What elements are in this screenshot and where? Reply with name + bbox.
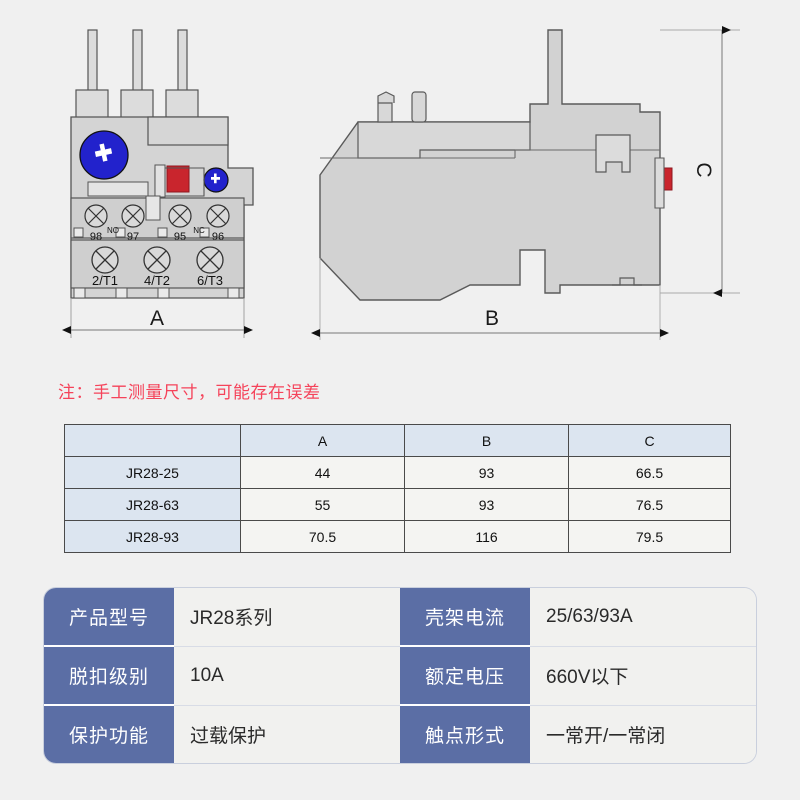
spec-key-product-model: 产品型号 [44, 588, 174, 647]
dimension-header-blank [64, 424, 241, 457]
table-row: JR28-93 70.5 116 79.5 [64, 520, 731, 553]
dimension-label-b: B [485, 307, 499, 330]
terminal-label-6t3: 6/T3 [197, 273, 223, 288]
dimension-value-a: 55 [240, 488, 405, 521]
dimension-model-jr28-93: JR28-93 [64, 520, 241, 553]
front-ledge [87, 181, 149, 197]
dimension-value-a: 70.5 [240, 520, 405, 553]
side-view-drawing: B C [311, 26, 740, 340]
specification-table-wrapper: 产品型号 JR28系列 壳架电流 25/63/93A 脱扣级别 10A 额定电压… [44, 588, 756, 763]
dimension-value-c: 66.5 [568, 456, 731, 489]
measurement-note: 注：手工测量尺寸，可能存在误差 [58, 383, 321, 402]
specification-table: 产品型号 JR28系列 壳架电流 25/63/93A 脱扣级别 10A 额定电压… [44, 588, 756, 763]
dimension-label-c: C [692, 162, 715, 177]
adjustment-dial-large [79, 130, 129, 180]
dimension-value-c: 76.5 [568, 488, 731, 521]
dimension-value-c: 79.5 [568, 520, 731, 553]
spec-key-contact-form: 触点形式 [400, 705, 530, 763]
side-body-outline [319, 29, 661, 301]
spec-value-frame-current: 25/63/93A [530, 588, 756, 647]
table-row: JR28-25 44 93 66.5 [64, 456, 731, 489]
spec-value-contact-form: 一常开/一常闭 [530, 705, 756, 763]
dimension-model-jr28-63: JR28-63 [64, 488, 241, 521]
dimension-table-header-row: A B C [64, 424, 731, 457]
table-row: 保护功能 过载保护 触点形式 一常开/一常闭 [44, 705, 756, 763]
side-foot-notch [612, 277, 642, 286]
dimension-value-b: 93 [404, 488, 569, 521]
connector-pins [75, 29, 199, 119]
contact-marker-no: NO [107, 226, 119, 235]
technical-drawing-area: 98 97 95 96 NO NC 2/T1 [0, 0, 800, 355]
side-reset-housing [654, 157, 665, 209]
front-view-drawing: 98 97 95 96 NO NC 2/T1 [62, 29, 254, 338]
dimension-label-a: A [150, 307, 164, 330]
dimension-value-b: 93 [404, 456, 569, 489]
spec-value-protection-function: 过载保护 [174, 705, 400, 763]
spec-value-trip-class: 10A [174, 646, 400, 706]
dimension-value-a: 44 [240, 456, 405, 489]
front-top-block [147, 116, 229, 146]
spec-key-trip-class: 脱扣级别 [44, 646, 174, 706]
dimension-header-b: B [404, 424, 569, 457]
spec-value-product-model: JR28系列 [174, 588, 400, 647]
spec-key-frame-current: 壳架电流 [400, 588, 530, 647]
table-row: 产品型号 JR28系列 壳架电流 25/63/93A [44, 588, 756, 647]
front-bottom-feet [73, 287, 240, 299]
side-tab-2 [411, 91, 427, 123]
spec-value-rated-voltage: 660V以下 [530, 646, 756, 706]
table-row: JR28-63 55 93 76.5 [64, 488, 731, 521]
reset-button [166, 165, 190, 193]
spec-key-rated-voltage: 额定电压 [400, 646, 530, 706]
terminal-label-2t1: 2/T1 [92, 273, 118, 288]
table-row: 脱扣级别 10A 额定电压 660V以下 [44, 646, 756, 706]
side-notch-block [595, 134, 631, 173]
dimension-header-a: A [240, 424, 405, 457]
adjustment-dial-small [203, 167, 229, 193]
dimension-value-b: 116 [404, 520, 569, 553]
dimension-model-jr28-25: JR28-25 [64, 456, 241, 489]
spec-key-protection-function: 保护功能 [44, 705, 174, 763]
terminal-label-4t2: 4/T2 [144, 273, 170, 288]
side-tab-1 [377, 91, 395, 123]
dimension-header-c: C [568, 424, 731, 457]
contact-marker-nc: NC [193, 226, 205, 235]
dimension-table: A B C JR28-25 44 93 66.5 JR28-63 55 93 7… [64, 424, 731, 553]
